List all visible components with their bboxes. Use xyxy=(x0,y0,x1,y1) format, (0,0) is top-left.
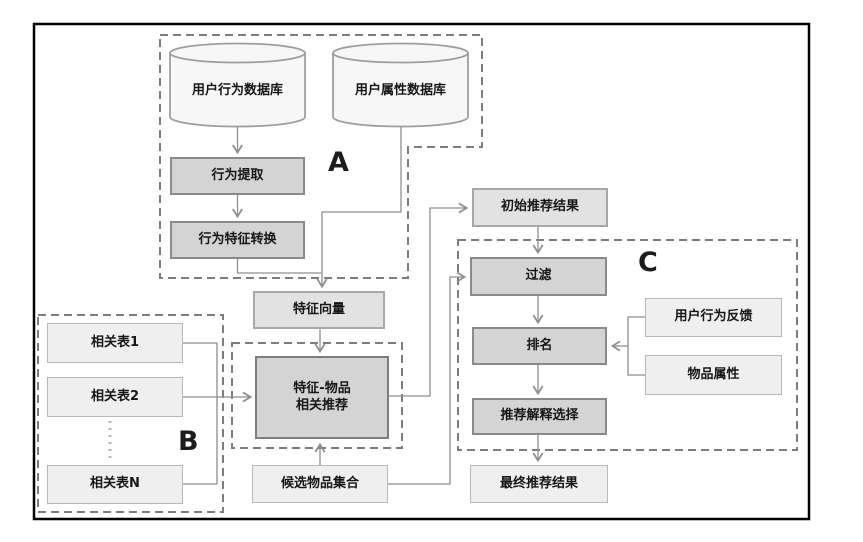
node-user-attribute-db: 用户属性数据库 xyxy=(354,82,446,98)
group-b-label: B xyxy=(178,426,199,457)
group-c-dashed-border xyxy=(457,239,798,451)
node-final-recommend-result: 最终推荐结果 xyxy=(470,465,608,503)
group-a-dashed-border xyxy=(159,34,483,279)
group-c-label: C xyxy=(638,247,658,278)
node-initial-recommend-result: 初始推荐结果 xyxy=(472,188,608,227)
node-related-table-1: 相关表1 xyxy=(47,323,183,363)
node-behavior-extraction: 行为提取 xyxy=(170,157,305,195)
edge-transform-to-merge xyxy=(236,259,321,274)
node-candidate-item-set: 候选物品集合 xyxy=(252,465,388,503)
outer-frame xyxy=(32,22,811,521)
node-user-behavior-db: 用户行为数据库 xyxy=(191,82,283,98)
node-filter: 过滤 xyxy=(470,257,607,296)
node-explanation-selection: 推荐解释选择 xyxy=(472,398,607,435)
edge-attributedb-to-featurevector xyxy=(316,127,402,289)
group-b-dashed-border xyxy=(37,314,224,513)
node-feature-item-recommend: 特征-物品 相关推荐 xyxy=(255,356,389,439)
user-behavior-db-cylinder-icon xyxy=(169,42,306,128)
node-item-attributes: 物品属性 xyxy=(645,355,782,395)
node-related-table-2: 相关表2 xyxy=(47,377,183,417)
group-a-label: A xyxy=(328,147,349,178)
connector-lines xyxy=(183,127,645,485)
edge-feedback-attr-bracket xyxy=(627,316,645,376)
edge-central-to-initial xyxy=(389,202,469,397)
edge-candidate-to-filter xyxy=(388,271,467,485)
node-user-behavior-feedback: 用户行为反馈 xyxy=(645,298,782,337)
node-feature-vector: 特征向量 xyxy=(253,291,385,329)
node-ranking: 排名 xyxy=(472,327,607,365)
node-behavior-feature-transform: 行为特征转换 xyxy=(170,221,305,259)
node-related-table-n: 相关表N xyxy=(47,465,183,504)
user-attribute-db-cylinder-icon xyxy=(332,42,469,128)
